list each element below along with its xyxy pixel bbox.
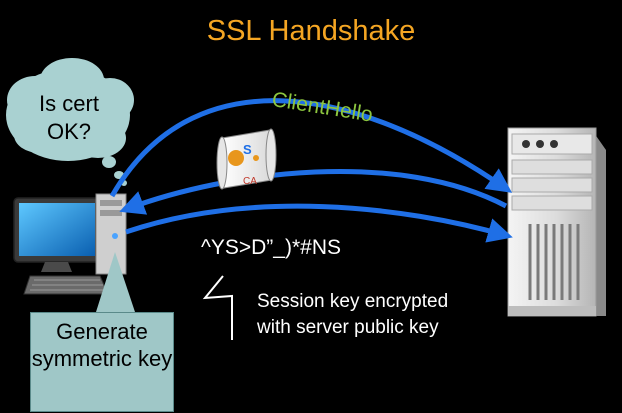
- thought-bubble-text: Is cert OK?: [24, 90, 114, 146]
- squiggle-line: [205, 276, 232, 340]
- arrow-session-key: [126, 206, 508, 236]
- server-tower-icon: [508, 128, 606, 316]
- session-key-note: Session key encrypted with server public…: [257, 289, 477, 341]
- generate-key-note-text: Generate symmetric key: [30, 318, 174, 372]
- session-key-note-text: Session key encrypted with server public…: [257, 289, 477, 341]
- certificate-scroll-icon: S CA: [217, 129, 276, 189]
- encrypted-text: ^YS>D”_)*#NS: [201, 236, 341, 260]
- slide-title: SSL Handshake: [0, 15, 622, 48]
- ca-stamp: CA: [243, 176, 257, 187]
- certificate-mark: S: [243, 142, 252, 157]
